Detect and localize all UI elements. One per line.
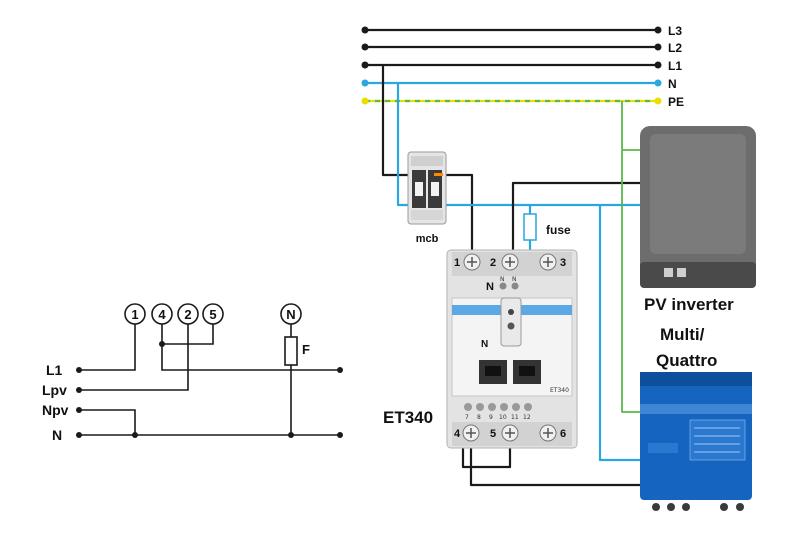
- meter-n-label: N: [486, 281, 494, 293]
- schematic-terminal-4: 4: [151, 303, 173, 325]
- wire-pe-to-multi: [621, 101, 642, 413]
- bus-l2: L2: [361, 41, 682, 55]
- multi-quattro: Multi/ Quattro: [640, 325, 752, 511]
- svg-text:9: 9: [489, 414, 493, 421]
- top-terminal-3: 3: [539, 253, 566, 271]
- schematic-wires: [79, 324, 340, 436]
- svg-text:2: 2: [184, 307, 191, 322]
- schematic-terminal-2: 2: [177, 303, 199, 325]
- svg-text:1: 1: [131, 307, 138, 322]
- schematic-input-l1: L1: [46, 362, 63, 378]
- rj45-port-right: [513, 360, 541, 384]
- et340-meter: 1 2 3 N N N N: [383, 249, 578, 449]
- svg-text:5: 5: [490, 428, 496, 440]
- schematic-terminal-n: N: [280, 303, 302, 325]
- small-terminal-row: 7 8 9 10 11 12: [464, 403, 532, 421]
- pv-inverter-label: PV inverter: [644, 295, 734, 314]
- schematic-input-npv: Npv: [42, 402, 69, 418]
- svg-text:8: 8: [477, 414, 481, 421]
- fuse-label: fuse: [546, 223, 571, 237]
- wire-terminal-2-to-inverter: [511, 181, 642, 260]
- mcb-label: mcb: [416, 233, 439, 245]
- schematic-fuse-label: F: [302, 342, 310, 357]
- svg-text:6: 6: [560, 428, 566, 440]
- multi-label-line2: Quattro: [656, 351, 717, 370]
- fuse: fuse: [523, 213, 571, 241]
- schematic-input-n: N: [52, 427, 62, 443]
- svg-text:5: 5: [209, 307, 216, 322]
- svg-text:N: N: [286, 307, 295, 322]
- n-pin-label-1: N: [500, 276, 505, 283]
- bus-label-l2: L2: [668, 41, 682, 55]
- schematic-terminal-1: 1: [124, 303, 146, 325]
- svg-text:12: 12: [523, 414, 531, 421]
- rj45-port-left: [479, 360, 507, 384]
- bus-bars: L3 L2 L1 N PE: [361, 24, 684, 109]
- meter-label: ET340: [383, 408, 433, 427]
- schematic-input-lpv: Lpv: [42, 382, 67, 398]
- bus-label-l3: L3: [668, 24, 682, 38]
- mcb-breaker: mcb: [407, 151, 447, 245]
- top-terminal-2: 2: [490, 253, 519, 271]
- svg-text:3: 3: [560, 257, 566, 269]
- meter-face-n: N: [481, 339, 488, 350]
- pv-inverter: PV inverter: [640, 126, 756, 314]
- svg-text:10: 10: [499, 414, 507, 421]
- bus-n: N: [361, 77, 677, 91]
- bottom-terminal-4: 4: [454, 424, 480, 442]
- svg-text:4: 4: [158, 307, 166, 322]
- bottom-terminal-5: 5: [490, 424, 519, 442]
- meter-schematic: 1 4 2 5 N F: [42, 303, 343, 443]
- top-terminal-1: 1: [454, 253, 481, 271]
- wire-neutral-to-multi: [598, 205, 642, 462]
- schematic-terminal-5: 5: [202, 303, 224, 325]
- bottom-terminal-6: 6: [539, 424, 566, 442]
- svg-text:4: 4: [454, 428, 461, 440]
- bus-l3: L3: [361, 24, 682, 38]
- wire-terminal-4-to-multi: [469, 440, 642, 487]
- multi-label-line1: Multi/: [660, 325, 705, 344]
- svg-text:1: 1: [454, 257, 460, 269]
- bus-l1: L1: [361, 59, 682, 73]
- bus-label-l1: L1: [668, 59, 682, 73]
- wire-neutral-main: [396, 83, 642, 207]
- wire-terminal-5-loop: [461, 440, 512, 469]
- wire-mcb-to-terminal-1: [440, 173, 474, 260]
- bus-label-n: N: [668, 77, 677, 91]
- n-pin-label-2: N: [512, 276, 517, 283]
- bus-label-pe: PE: [668, 95, 684, 109]
- meter-face-model: ET340: [550, 387, 569, 394]
- svg-text:11: 11: [511, 414, 519, 421]
- wire-l1-to-mcb: [381, 65, 413, 177]
- bus-pe: PE: [361, 95, 684, 109]
- svg-text:2: 2: [490, 257, 496, 269]
- svg-text:7: 7: [465, 414, 469, 421]
- schematic-fuse: [284, 336, 298, 366]
